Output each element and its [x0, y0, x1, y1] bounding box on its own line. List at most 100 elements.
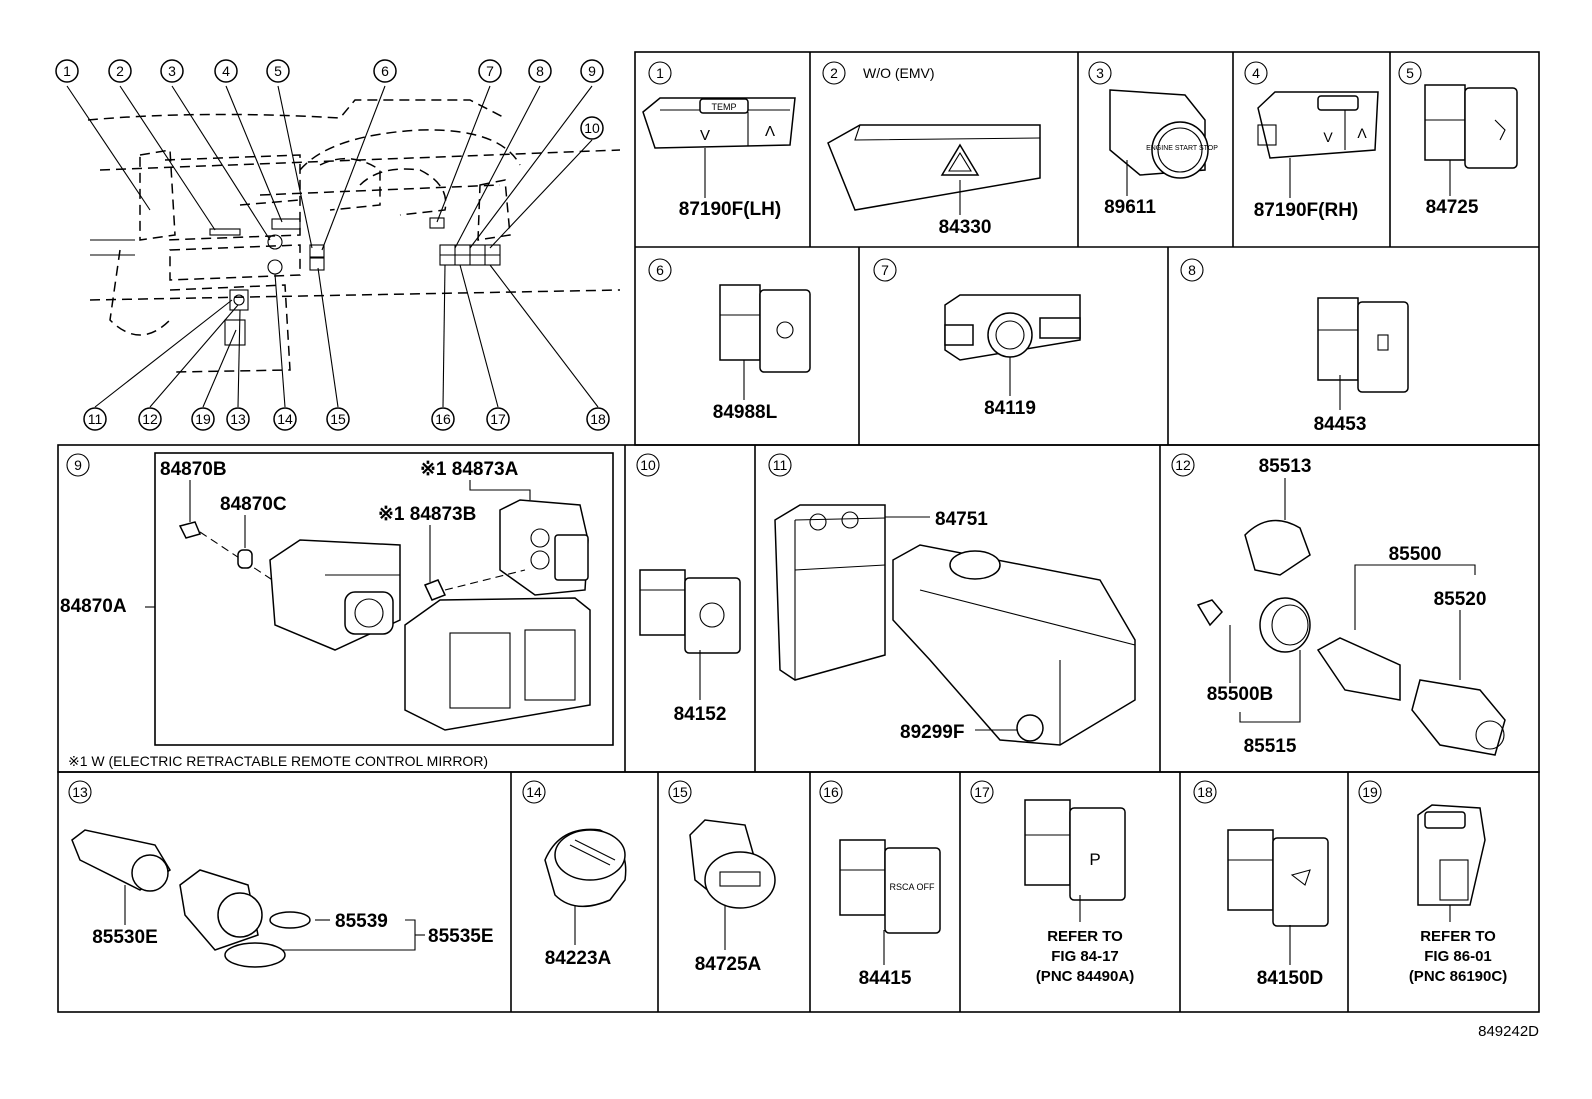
svg-text:V: V: [1323, 129, 1333, 145]
cell-19: 19 REFER TO FIG 86-01 (PNC 86190C): [1358, 780, 1507, 985]
part-number: 84330: [939, 217, 992, 238]
cell-10: 10 84152: [636, 453, 741, 725]
part-number: 85539: [335, 911, 388, 932]
overview-callout: 1: [55, 59, 79, 83]
overview-callout: 9: [580, 59, 604, 83]
cell-4: 4 V Λ 87190F(RH): [1244, 61, 1379, 221]
part-number: 84415: [859, 968, 912, 989]
overview-callout: 12: [138, 407, 162, 431]
overview-callout: 10: [580, 116, 604, 140]
svg-text:13: 13: [230, 411, 246, 427]
reference-note: (PNC 86190C): [1409, 968, 1507, 985]
part-number: 84223A: [545, 948, 612, 969]
svg-text:6: 6: [381, 63, 389, 79]
part-number: 84870C: [220, 494, 287, 515]
cell-8: 8 84453: [1180, 258, 1409, 435]
svg-text:7: 7: [881, 262, 889, 278]
overview-callout: 14: [273, 407, 297, 431]
cell-1: 1 TEMP V Λ 87190F(LH): [642, 61, 796, 220]
dashboard-overview: 1 2 3 4 5 6 7 8 9 10 11 12 19 13 14 15 1…: [55, 59, 621, 431]
svg-text:3: 3: [168, 63, 176, 79]
switch-8: [1317, 297, 1409, 393]
svg-text:11: 11: [773, 457, 788, 473]
overview-callout: 8: [528, 59, 552, 83]
engine-start-button: ENGINE START STOP: [1109, 89, 1218, 179]
parking-switch: P: [1024, 799, 1126, 901]
cell-18: 18 84150D: [1193, 780, 1329, 989]
svg-text:10: 10: [584, 120, 600, 136]
offroad-switch: [1424, 84, 1518, 169]
overview-callout: 5: [266, 59, 290, 83]
svg-text:1: 1: [656, 65, 664, 81]
reference-note: FIG 86-01: [1424, 948, 1492, 965]
part-number: 85500B: [1207, 684, 1274, 705]
part-number: 84725A: [695, 954, 762, 975]
overview-callout: 19: [191, 407, 215, 431]
svg-text:6: 6: [656, 262, 664, 278]
reference-note: REFER TO: [1047, 928, 1123, 945]
svg-text:15: 15: [672, 784, 688, 800]
svg-text:13: 13: [72, 784, 88, 800]
svg-text:15: 15: [330, 411, 346, 427]
overview-callout: 4: [214, 59, 238, 83]
svg-text:RSCA OFF: RSCA OFF: [889, 882, 935, 892]
part-number: 84870A: [60, 596, 127, 617]
part-number: 85530E: [92, 927, 158, 948]
part-number: 87190F(LH): [679, 199, 781, 220]
part-number: ※1 84873A: [420, 459, 519, 480]
part-number: 84988L: [713, 402, 778, 423]
part-number: 85535E: [428, 926, 494, 947]
overview-callout: 17: [486, 407, 510, 431]
svg-text:19: 19: [1362, 784, 1378, 800]
overview-callout: 2: [108, 59, 132, 83]
part-number: ※1 84873B: [378, 504, 476, 525]
temp-switch-rh: V Λ: [1257, 91, 1379, 159]
svg-text:12: 12: [142, 411, 158, 427]
switch-panel-89299f: [892, 544, 1136, 746]
switch-10: [639, 569, 741, 654]
switch-19: [1417, 804, 1486, 906]
overview-callout: 3: [160, 59, 184, 83]
cell-3: 3 ENGINE START STOP 89611: [1088, 61, 1218, 218]
part-number: 84751: [935, 509, 988, 530]
svg-text:5: 5: [274, 63, 282, 79]
part-number: 84453: [1314, 414, 1367, 435]
cell-16: 16 RSCA OFF 84415: [819, 780, 941, 989]
svg-text:2: 2: [116, 63, 124, 79]
part-number: 87190F(RH): [1254, 200, 1359, 221]
svg-text:P: P: [1089, 850, 1100, 869]
svg-text:Λ: Λ: [765, 123, 775, 140]
svg-text:16: 16: [435, 411, 451, 427]
svg-text:8: 8: [1188, 262, 1196, 278]
svg-text:10: 10: [640, 457, 656, 473]
svg-text:V: V: [700, 127, 710, 144]
part-number: 89299F: [900, 722, 964, 743]
part-number: 85520: [1434, 589, 1487, 610]
reference-note: FIG 84-17: [1051, 948, 1119, 965]
part-number: 84725: [1426, 197, 1479, 218]
wiper-switch: [1227, 829, 1329, 927]
overview-callout: 16: [431, 407, 455, 431]
svg-text:7: 7: [486, 63, 494, 79]
svg-text:14: 14: [526, 784, 542, 800]
cell-2: 2 W/O (EMV) 84330: [822, 61, 1041, 238]
svg-text:8: 8: [536, 63, 544, 79]
knob-switch: [689, 819, 776, 909]
svg-text:Λ: Λ: [1357, 125, 1367, 141]
reference-note: REFER TO: [1420, 928, 1496, 945]
svg-text:W/O (EMV): W/O (EMV): [863, 65, 935, 81]
svg-text:18: 18: [590, 411, 606, 427]
hazard-switch: [827, 124, 1041, 211]
overview-callout: 7: [478, 59, 502, 83]
svg-text:2: 2: [830, 65, 838, 81]
svg-text:11: 11: [88, 411, 103, 427]
cell-7: 7 84119: [873, 258, 1081, 419]
svg-text:19: 19: [195, 411, 211, 427]
part-number: 85500: [1389, 544, 1442, 565]
svg-text:17: 17: [490, 411, 506, 427]
cell-11: 11 84751 89299F: [768, 453, 1136, 746]
cell-6: 6 84988L: [648, 258, 811, 423]
svg-text:17: 17: [974, 784, 990, 800]
svg-text:4: 4: [1252, 65, 1260, 81]
svg-text:5: 5: [1406, 65, 1414, 81]
